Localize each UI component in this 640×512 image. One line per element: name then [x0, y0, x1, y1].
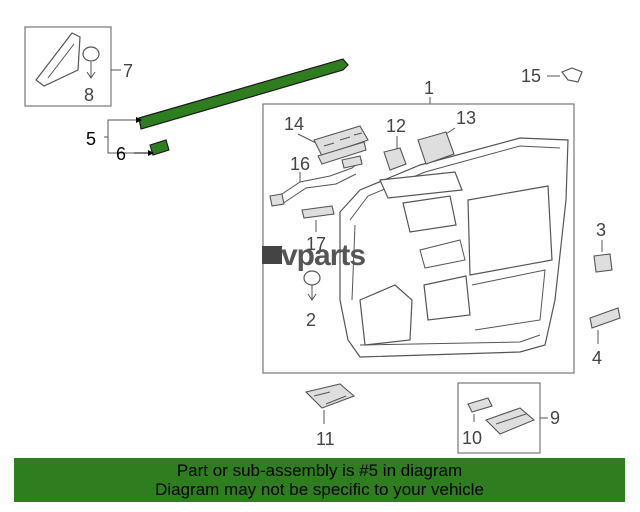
- callout-6: 6: [116, 144, 126, 164]
- banner-line-2: Diagram may not be specific to your vehi…: [155, 480, 484, 499]
- callout-14: 14: [284, 114, 304, 134]
- callout-9: 9: [550, 408, 560, 428]
- callout-5: 5: [86, 129, 96, 149]
- part-17-cover[interactable]: [301, 205, 335, 219]
- part-14-switch-base: [317, 141, 367, 165]
- callout-1: 1: [424, 78, 434, 98]
- part-14-master-switch[interactable]: [313, 125, 369, 157]
- part-12-switch[interactable]: [383, 147, 407, 171]
- part-9-detail: [495, 413, 527, 425]
- part-8-clip[interactable]: [82, 46, 100, 62]
- part-3-cap[interactable]: [593, 253, 613, 273]
- door-switch-recess: [402, 195, 457, 233]
- callout-8: 8: [84, 85, 94, 105]
- part-13-switch[interactable]: [417, 131, 455, 165]
- part-7-frame: [24, 26, 112, 107]
- part-2-clip[interactable]: [303, 270, 321, 286]
- part-1-frame: [262, 103, 575, 374]
- door-pull-cup: [423, 275, 471, 321]
- part-7-group[interactable]: 7 8: [24, 26, 133, 107]
- part-6-clip[interactable]: [149, 139, 170, 156]
- part-6-leader: [107, 137, 134, 154]
- door-trim-upper-edge: [349, 145, 561, 221]
- callout-13: 13: [456, 108, 476, 128]
- callout-17: 17: [306, 234, 326, 254]
- part-9-inside-handle[interactable]: [484, 407, 536, 435]
- info-banner: Part or sub-assembly is #5 in diagram Di…: [14, 458, 625, 502]
- part-5-belt-moulding[interactable]: [138, 58, 349, 130]
- part-5-group[interactable]: 5 6: [86, 58, 349, 164]
- part-5-arrowhead: [136, 117, 142, 123]
- watermark-logo: vparts: [262, 239, 366, 272]
- watermark-text: vparts: [281, 239, 365, 272]
- callout-7: 7: [123, 61, 133, 81]
- callout-16: 16: [290, 154, 310, 174]
- part-11-detail: [313, 391, 347, 405]
- part-6-arrowhead: [148, 150, 154, 156]
- watermark-box-icon: [262, 246, 282, 264]
- part-9-group[interactable]: 9 10: [457, 382, 560, 454]
- part-10-screw-cover[interactable]: [467, 397, 493, 413]
- door-armrest-lower: [471, 269, 546, 331]
- door-trim-side: [351, 224, 356, 301]
- door-pocket: [359, 284, 413, 346]
- part-15-group[interactable]: 15: [521, 66, 583, 86]
- callout-10: 10: [462, 428, 482, 448]
- door-handle-bezel: [379, 171, 463, 199]
- callout-12: 12: [386, 116, 406, 136]
- part-3-group[interactable]: 3: [593, 220, 613, 273]
- part-16-connector-b: [341, 155, 363, 169]
- part-8-arrow: [86, 71, 96, 79]
- part-11-group[interactable]: 11: [304, 383, 356, 449]
- door-armrest-upper: [467, 185, 553, 276]
- part-11-handle-bezel[interactable]: [304, 383, 356, 409]
- door-trim-lower-edge: [359, 334, 541, 346]
- part-16-wire-2: [281, 173, 357, 205]
- callout-11: 11: [316, 429, 335, 449]
- callout-3: 3: [596, 220, 606, 240]
- part-2-arrow: [307, 293, 317, 301]
- part-7-trim[interactable]: [35, 32, 81, 87]
- callout-4: 4: [592, 348, 602, 368]
- part-7-detail: [47, 43, 75, 79]
- part-5-leader: [104, 119, 136, 138]
- part-1-group[interactable]: 1 14 12 13 16: [262, 78, 575, 374]
- door-trim-detail: [419, 239, 466, 269]
- part-14-buttons: [323, 132, 363, 147]
- part-15-plug[interactable]: [561, 67, 583, 83]
- part-16-connector-a[interactable]: [269, 193, 285, 207]
- callout-2: 2: [306, 310, 316, 330]
- part-4-group[interactable]: 4: [589, 307, 621, 368]
- callout-15: 15: [521, 66, 541, 86]
- banner-line-1: Part or sub-assembly is #5 in diagram: [176, 461, 463, 480]
- part-4-trim-piece[interactable]: [589, 307, 621, 329]
